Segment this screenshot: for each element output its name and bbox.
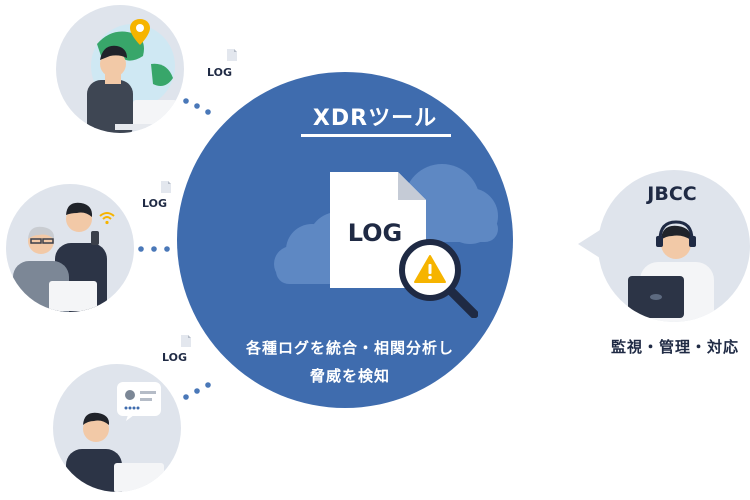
description-line: 脅威を検知 — [309, 367, 390, 385]
user-office-worker — [52, 363, 182, 493]
map-pin-icon — [130, 19, 150, 45]
document-label: LOG — [347, 219, 403, 247]
log-document-icon — [161, 181, 171, 193]
log-document-icon — [181, 335, 191, 347]
warning-icon — [414, 255, 446, 283]
headset-icon — [656, 220, 696, 247]
xdr-title: XDRツール — [312, 106, 438, 131]
log-document-icon — [227, 49, 237, 61]
user-profile-icon — [117, 382, 161, 421]
title-underline — [301, 134, 451, 137]
log-tag: LOG — [142, 197, 167, 210]
jbcc-label: JBCC — [647, 183, 697, 205]
description-line: 各種ログを統合・相関分析し — [245, 339, 454, 357]
log-tag: LOG — [207, 66, 232, 79]
jbcc-caption: 監視・管理・対応 — [610, 338, 739, 356]
jbcc-operator — [578, 166, 750, 326]
xdr-description: 各種ログを統合・相関分析し 脅威を検知 — [200, 334, 500, 390]
log-tag: LOG — [162, 351, 187, 364]
wifi-icon — [99, 212, 115, 225]
user-remote-worker — [55, 4, 185, 134]
user-mobile-workers — [5, 183, 135, 313]
